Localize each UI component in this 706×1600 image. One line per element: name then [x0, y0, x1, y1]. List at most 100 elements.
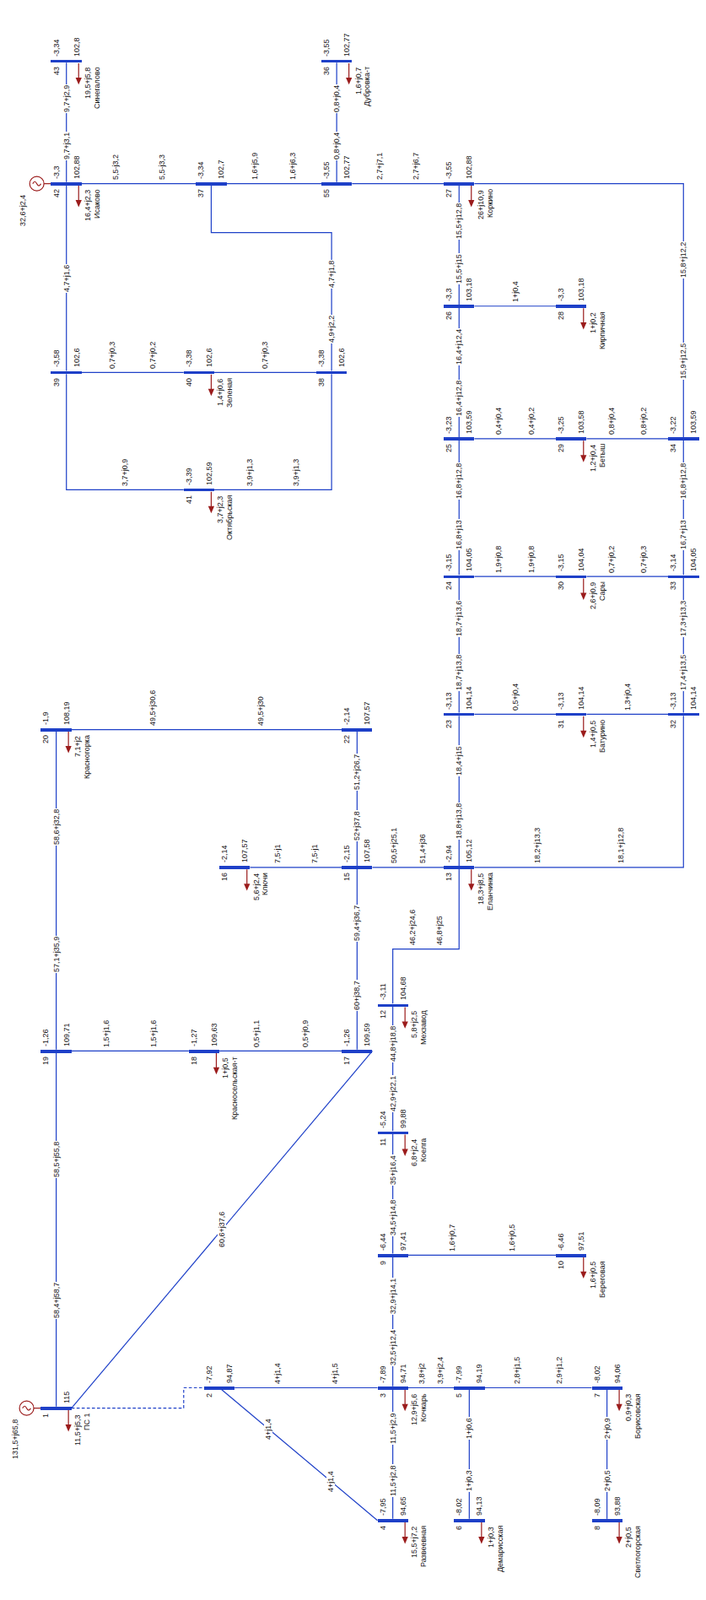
bus-angle: -3,38: [184, 350, 194, 368]
bus-angle: -3,39: [184, 467, 194, 486]
load-arrow: [615, 1389, 622, 1411]
flow-label: 0,5+j1,1: [252, 1018, 261, 1048]
flow-label: 16,8+j12,8: [454, 462, 464, 500]
power-label: 3,7+j2,3: [215, 494, 225, 523]
power-line: [586, 437, 669, 439]
bus-bar: 23104,14-3,13: [443, 712, 475, 717]
substation-name: Октябрьская: [225, 494, 234, 539]
bus-voltage: 103,59: [464, 410, 474, 435]
power-line: [586, 713, 669, 715]
flow-label: 0,8+j0,4: [607, 406, 616, 436]
flow-label: 0,5+j0,9: [301, 1018, 310, 1048]
flow-label: 15,9+j12,5: [679, 342, 688, 380]
flow-label: 7,5-j1: [310, 843, 319, 865]
substation-name: Коркино: [485, 188, 495, 218]
load-arrow: [468, 185, 475, 207]
bus-angle: -3,13: [668, 691, 678, 710]
bus-angle: -3,55: [322, 38, 331, 57]
load-arrow: [65, 731, 72, 753]
flow-label: 34,5+j14,8: [388, 1198, 398, 1236]
bus-angle: -3,3: [52, 165, 61, 179]
flow-label: 3,7+j0,9: [120, 458, 130, 487]
bus-angle: -1,26: [342, 1028, 351, 1046]
bus-voltage: 102,77: [342, 32, 351, 57]
flow-label: 58,4+j58,7: [52, 1281, 61, 1319]
flow-label: 16,8+j12,8: [679, 462, 688, 500]
bus-voltage: 102,88: [72, 155, 81, 179]
power-label: 5,6+j2,4: [252, 872, 261, 901]
flow-label: 15,5+j12,8: [454, 202, 464, 240]
flow-label: 4,7+j1,8: [327, 259, 336, 289]
bus-angle: -6,46: [556, 1232, 566, 1251]
bus-bar: 1199,88-5,24Коелга: [377, 1131, 409, 1135]
power-line: [474, 713, 556, 715]
flow-label: 60,6+j37,6: [217, 1210, 227, 1248]
flow-label: 2+j0,9: [603, 1417, 612, 1440]
bus-angle: -2,94: [444, 845, 453, 863]
load-arrow: [580, 716, 587, 738]
flow-label: 1+j0,3: [464, 1468, 474, 1492]
bus-number: 39: [52, 377, 61, 387]
flow-label: 18,7+j13,6: [454, 599, 464, 637]
power-label: 1+j0,2: [588, 311, 598, 335]
bus-number: 11: [378, 1137, 388, 1145]
flow-label: 1,6+j0,5: [507, 1223, 517, 1252]
bus-bar: 28103,18-3,3Кирпичная: [555, 304, 587, 308]
power-line: [392, 1388, 394, 1519]
power-line: [371, 866, 444, 868]
flow-label: 0,7+j0,3: [639, 544, 648, 573]
bus-number: 13: [444, 872, 453, 881]
flow-label: 0,7+j0,2: [607, 544, 616, 573]
power-label: 19,5+j5,8: [83, 65, 92, 99]
bus-bar: 34103,59-3,22: [668, 436, 699, 441]
bus-voltage: 94,71: [398, 1363, 408, 1383]
bus-voltage: 94,06: [613, 1363, 622, 1383]
bus-angle: -2,14: [220, 845, 229, 863]
bus-angle: -3,23: [444, 416, 453, 435]
bus-number: 16: [220, 872, 229, 881]
flow-label: 3,8+j2: [417, 1362, 426, 1386]
flow-label: 16,8+j13: [454, 518, 464, 550]
bus-number: 3: [378, 1392, 388, 1397]
power-label: 26+j10,9: [476, 188, 486, 221]
power-label: 12,9+j5,6: [409, 1392, 419, 1426]
power-line: [683, 577, 685, 713]
bus-voltage: 103,18: [464, 277, 474, 302]
load-arrow: [402, 1389, 409, 1411]
flow-label: 1,9+j0,8: [494, 544, 503, 573]
bus-voltage: 107,57: [362, 700, 372, 725]
power-label: 16,4+j2,3: [83, 188, 92, 221]
power-line: [474, 183, 684, 437]
bus-bar: 1097,51-6,46Береговая: [555, 1253, 587, 1257]
bus-angle: -3,38: [317, 350, 326, 368]
flow-label: 42,9+j22,1: [388, 1074, 398, 1112]
load-arrow: [213, 1052, 220, 1074]
flow-label: 44,8+j18,8: [388, 1024, 398, 1062]
substation-name: Бетыш: [598, 443, 607, 468]
power-line: [336, 62, 338, 182]
bus-voltage: 94,13: [474, 1496, 484, 1516]
flow-label: 1+j0,6: [464, 1417, 474, 1440]
bus-bar: 18109,63-1,27Красносельская-т: [188, 1049, 220, 1053]
substation-name: Развеевная: [419, 1525, 428, 1567]
bus-voltage: 93,88: [613, 1496, 622, 1516]
flow-label: 18,1+j12,8: [616, 826, 626, 864]
power-line: [55, 730, 57, 1049]
power-line: [65, 62, 67, 182]
bus-voltage: 94,87: [225, 1363, 234, 1383]
bus-angle: -3,3: [444, 287, 453, 302]
bus-bar: 594,19-7,99: [453, 1385, 485, 1390]
flow-label: 1+j0,4: [511, 280, 520, 303]
bus-angle: -2,15: [342, 845, 351, 863]
power-line: [351, 183, 444, 184]
bus-bar: 893,88-8,09Светлогорская: [592, 1518, 623, 1522]
power-label: 7,1+j2: [73, 734, 82, 758]
bus-angle: -7,95: [378, 1498, 388, 1516]
bus-voltage: 94,19: [474, 1363, 484, 1383]
bus-bar: 1115ПС 1: [40, 1406, 71, 1410]
flow-label: 18,2+j13,3: [533, 826, 542, 864]
substation-name: Исаково: [92, 188, 102, 219]
flow-label: 4+j1,4: [273, 1362, 282, 1386]
bus-bar: 20108,19-1,9Красногорка: [40, 727, 71, 732]
flow-label: 7,5-j1: [273, 843, 282, 865]
